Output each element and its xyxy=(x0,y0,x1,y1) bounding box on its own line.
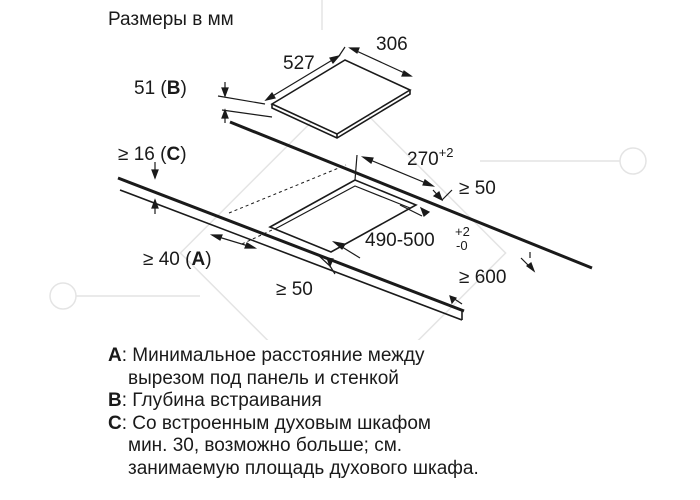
legend-key: A xyxy=(108,345,122,366)
cutout-dimension-lines xyxy=(151,154,536,305)
countertop xyxy=(117,120,593,321)
cutout-width-label: 270+2 xyxy=(407,145,454,170)
legend-item-b: B: Глубина встраивания xyxy=(108,390,322,411)
reference-dashed-lines xyxy=(228,164,347,245)
side-gap-right-label: ≥ 50 xyxy=(459,178,496,199)
hob-dimension-lines xyxy=(217,46,413,123)
legend-text-continued: занимаемую площадь духового шкафа. xyxy=(128,457,479,479)
counter-depth-label: ≥ 600 xyxy=(459,267,506,288)
diagram-title: Размеры в мм xyxy=(108,9,234,30)
clearance-top-label: ≥ 16 (C) xyxy=(118,144,187,165)
cutout-depth-label: 490-500 xyxy=(365,230,435,251)
legend-text-continued: вырезом под панель и стенкой xyxy=(128,367,399,389)
cutout xyxy=(268,179,418,253)
legend-item-c: C: Со встроенным духовым шкафом xyxy=(108,412,431,434)
cutout-depth-tol-minus: -0 xyxy=(456,238,468,253)
legend-item-a: A: Минимальное расстояние между xyxy=(108,345,425,366)
legend-key: C xyxy=(108,412,122,434)
cutout-depth-tol-plus: +2 xyxy=(455,224,470,239)
height-label: 51 (B) xyxy=(134,78,187,99)
hob xyxy=(270,59,412,139)
legend-text: Минимальное расстояние между xyxy=(132,345,425,366)
legend: A: Минимальное расстояние между вырезом … xyxy=(108,345,668,480)
front-gap-label: ≥ 50 xyxy=(276,279,313,300)
watermark xyxy=(49,0,647,340)
width-label: 306 xyxy=(376,34,408,55)
depth-label: 527 xyxy=(283,53,315,74)
legend-key: B xyxy=(108,390,122,411)
legend-text: Со встроенным духовым шкафом xyxy=(132,412,431,434)
wall-gap-label: ≥ 40 (A) xyxy=(143,249,212,270)
dimension-diagram: Размеры в мм 527 306 51 (B) ≥ 16 (C) 270… xyxy=(49,0,647,340)
legend-text-continued: мин. 30, возможно больше; см. xyxy=(128,435,403,456)
legend-text: Глубина встраивания xyxy=(132,390,322,411)
